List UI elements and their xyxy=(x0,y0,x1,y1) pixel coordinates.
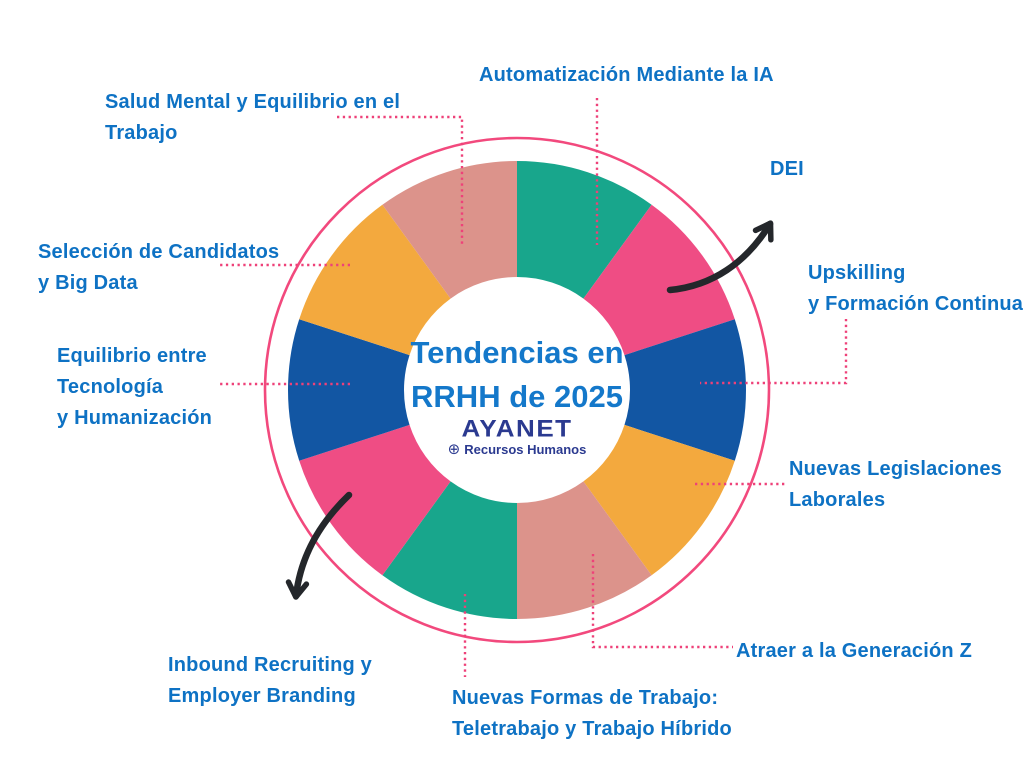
donut-segment-10 xyxy=(382,161,517,299)
callout-seleccion: Selección de Candidatos y Big Data xyxy=(38,241,280,294)
connector-lines xyxy=(220,98,848,677)
outer-accent-ring xyxy=(263,136,771,644)
donut-segment-8 xyxy=(288,319,410,461)
callout-atraer: Atraer a la Generación Z xyxy=(736,640,973,662)
arrow-to-dei-icon xyxy=(666,220,774,294)
logo-tagline-text: Recursos Humanos xyxy=(464,442,587,457)
donut-segment-7 xyxy=(299,424,451,576)
callout-dei: DEI xyxy=(770,158,804,180)
callout-nuevas-formas: Nuevas Formas de Trabajo: Teletrabajo y … xyxy=(452,687,732,740)
donut-segment-4 xyxy=(583,424,735,576)
callout-inbound: Inbound Recruiting y Employer Branding xyxy=(168,654,372,707)
callout-equilibrio: Equilibrio entre Tecnología y Humanizaci… xyxy=(57,345,213,429)
logo-tagline: ⊕ Recursos Humanos xyxy=(357,442,677,457)
donut-segment-1 xyxy=(517,161,652,299)
callout-upskilling: Upskilling y Formación Continua xyxy=(808,262,1024,315)
arrow-to-inbound-icon xyxy=(285,491,353,600)
plus-circle-icon: ⊕ xyxy=(447,441,461,458)
hand-drawn-arrows xyxy=(285,220,774,600)
donut-chart xyxy=(288,161,746,619)
callout-legislaciones: Nuevas Legislaciones Laborales xyxy=(789,458,1002,511)
ayanet-logo: AYANET ⊕ Recursos Humanos xyxy=(357,415,677,457)
donut-segment-9 xyxy=(299,204,451,356)
callout-automatizacion: Automatización Mediante la IA xyxy=(479,64,774,86)
logo-wordmark: AYANET xyxy=(461,414,573,442)
chart-center-title: Tendencias en RRHH de 2025 xyxy=(410,335,624,414)
donut-segment-3 xyxy=(624,319,746,461)
connector-atraer xyxy=(591,554,733,649)
connector-salud-mental xyxy=(337,115,464,245)
callout-salud-mental: Salud Mental y Equilibrio en el Trabajo xyxy=(105,91,401,144)
donut-segment-6 xyxy=(382,481,517,619)
donut-segment-5 xyxy=(517,481,652,619)
connector-upskilling xyxy=(700,319,848,385)
donut-segment-2 xyxy=(583,204,735,356)
